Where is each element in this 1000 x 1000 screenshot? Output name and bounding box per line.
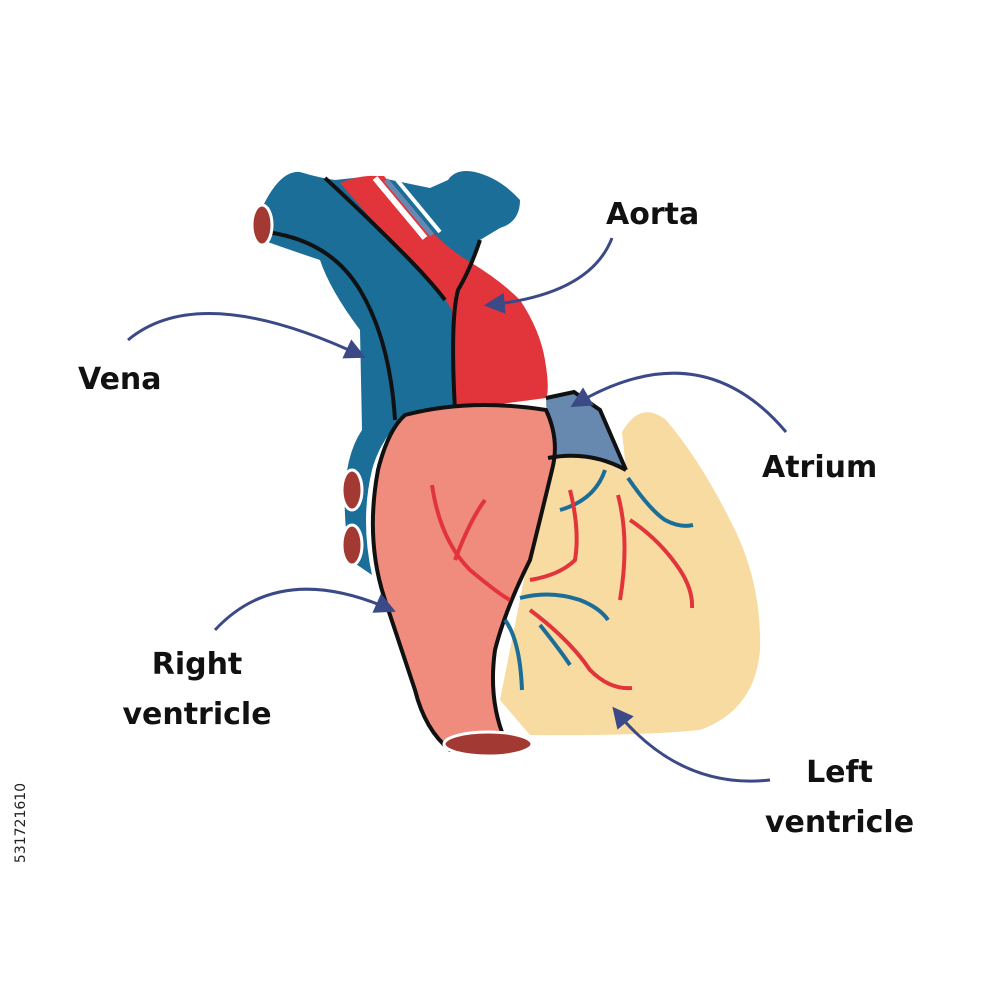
left-ventricle-arrow xyxy=(612,706,771,783)
aorta-arrow xyxy=(483,237,614,314)
aorta-shape xyxy=(340,175,548,410)
left-ventricle-label: Left ventricle xyxy=(752,748,927,848)
right-ventricle-arrow xyxy=(213,587,396,632)
vessel-cut-side-1 xyxy=(340,468,364,512)
atrium-label: Atrium xyxy=(762,450,878,485)
stock-id-text: 531721610 xyxy=(13,782,29,864)
left-ventricle-label-line1: Left xyxy=(806,755,873,790)
right-ventricle-label: Right ventricle xyxy=(112,640,282,740)
atrium-arrow xyxy=(570,371,788,433)
vena-label: Vena xyxy=(78,362,162,397)
right-ventricle-shape xyxy=(370,403,557,753)
atrium-shape xyxy=(546,392,626,470)
right-ventricle-cut xyxy=(442,730,534,758)
right-ventricle-label-line2: ventricle xyxy=(122,697,272,732)
aorta-label: Aorta xyxy=(606,197,700,232)
stock-id-watermark: 531721610 xyxy=(6,770,36,890)
vessel-cut-top xyxy=(250,203,274,247)
vessel-cut-side-2 xyxy=(340,523,364,567)
vena-arrow xyxy=(127,312,366,359)
right-ventricle-label-line1: Right xyxy=(151,647,243,682)
left-ventricle-label-line2: ventricle xyxy=(764,805,915,840)
